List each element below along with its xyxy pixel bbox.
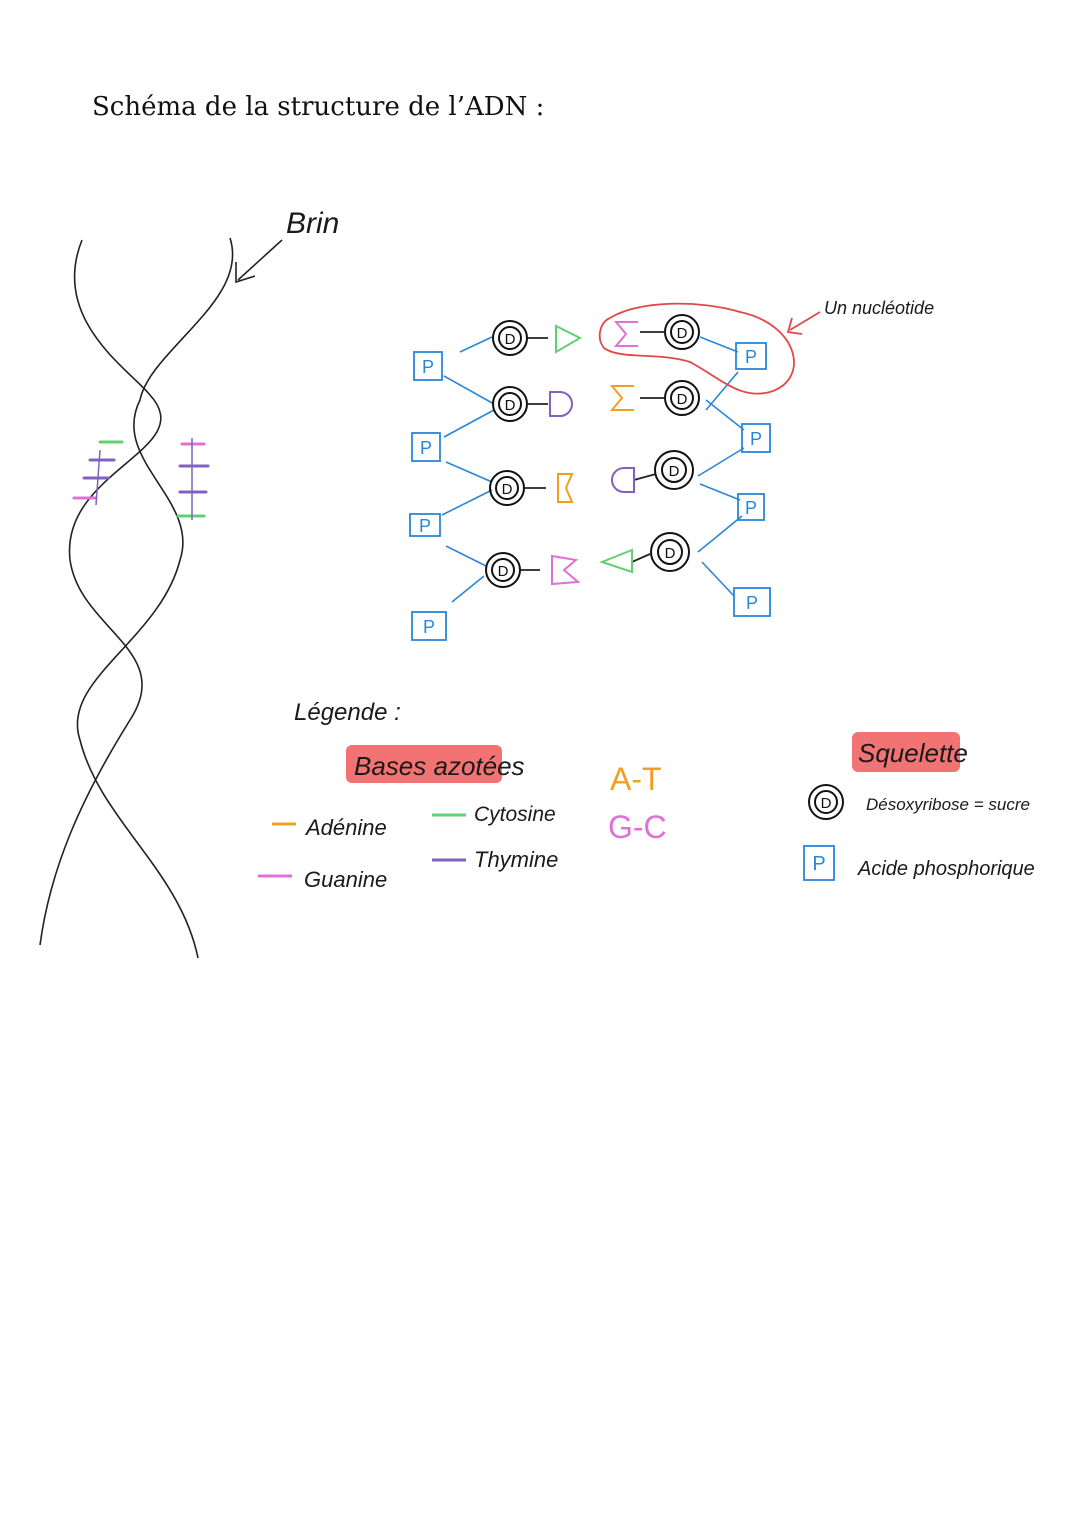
adenine-label: Adénine [304,815,387,840]
sugar-icon [485,552,521,588]
sugar-letter: D [505,397,516,414]
phosphate-icon [411,432,441,462]
sugar-icon [489,470,525,506]
base-adenine [557,473,574,503]
sugar-letter: D [677,325,688,342]
phosphate-letter: P [745,498,757,518]
sugar-letters: D D D D D D D D [498,325,688,580]
base-guanine [613,321,638,347]
skeleton-heading-highlight [852,732,960,772]
phosphate-legend: P Acide phosphorique [803,845,1035,881]
bases-heading: Bases azotées [354,751,525,781]
sugar-legend: D Désoxyribose = sucre [808,784,1030,820]
sugar-icon [664,380,700,416]
base-cytosine [555,324,583,354]
thymine-label: Thymine [474,847,558,872]
brin-arrow [235,239,283,284]
sugar-base-links [520,331,664,571]
nucleotide-chain: D D D D D D D D P P P P P P P [409,302,821,641]
backbone-links [441,336,745,603]
pair-at: A-T [610,761,662,797]
double-helix [39,237,234,959]
sugar-legend-label: Désoxyribose = sucre [866,795,1030,814]
sugar-icon [664,314,700,350]
phosphate-letter: P [422,357,434,377]
cytosine-label: Cytosine [474,803,556,826]
nucleotide-arrow [786,311,821,335]
base-thymine [549,391,573,417]
base-thymine [611,467,635,493]
sugar-letter: D [505,331,516,348]
page-title: Schéma de la structure de l’ADN : [92,92,545,122]
guanine-label: Guanine [304,867,387,892]
nucleotide-label: Un nucléotide [824,298,934,318]
phosphate-icon [409,513,441,537]
phosphate-icon [411,611,447,641]
phosphate-icons [409,342,771,641]
sugar-legend-icon [808,784,844,820]
base-adenine [609,385,634,411]
bases-heading-highlight [346,745,502,783]
sugar-letter: D [669,463,680,480]
sugar-icon [492,386,528,422]
sugar-icon [492,320,528,356]
sugar-icons [485,314,700,588]
sugar-letter: D [665,545,676,562]
sugar-letter: D [677,391,688,408]
phosphate-icon [733,587,771,617]
legend-heading: Légende : [294,699,401,726]
phosphate-legend-icon [803,845,835,881]
sugar-letter: D [498,563,509,580]
helix-strand-2 [76,237,234,959]
phosphate-letter: P [420,438,432,458]
phosphate-icon [735,342,767,370]
phosphate-icon [741,423,771,453]
helix-vertical-ticks [95,438,193,520]
base-shapes [549,321,638,586]
sugar-legend-letter: D [821,795,832,812]
helix-strand-1 [39,239,162,946]
pair-gc: G-C [608,809,667,845]
phosphate-letter: P [746,593,758,613]
base-legend: Adénine Guanine Cytosine Thymine [258,803,558,892]
phosphate-letter: P [745,347,757,367]
phosphate-icon [413,351,443,381]
base-guanine [551,554,581,586]
phosphate-legend-label: Acide phosphorique [857,858,1035,880]
phosphate-icon [737,493,765,521]
phosphate-letter: P [423,617,435,637]
helix-base-ticks [72,440,210,518]
phosphate-legend-letter: P [812,853,825,875]
phosphate-letters: P P P P P P P P [419,347,762,637]
phosphate-letter: P [750,429,762,449]
nucleotide-outline [598,302,795,395]
sugar-icon [654,450,694,490]
base-pairs: A-T G-C [608,761,667,845]
sugar-letter: D [502,481,513,498]
helix-label: Brin [286,207,339,240]
skeleton-heading: Squelette [858,738,968,768]
sugar-icon [650,532,690,572]
base-cytosine [599,548,633,574]
phosphate-letter: P [419,516,431,536]
